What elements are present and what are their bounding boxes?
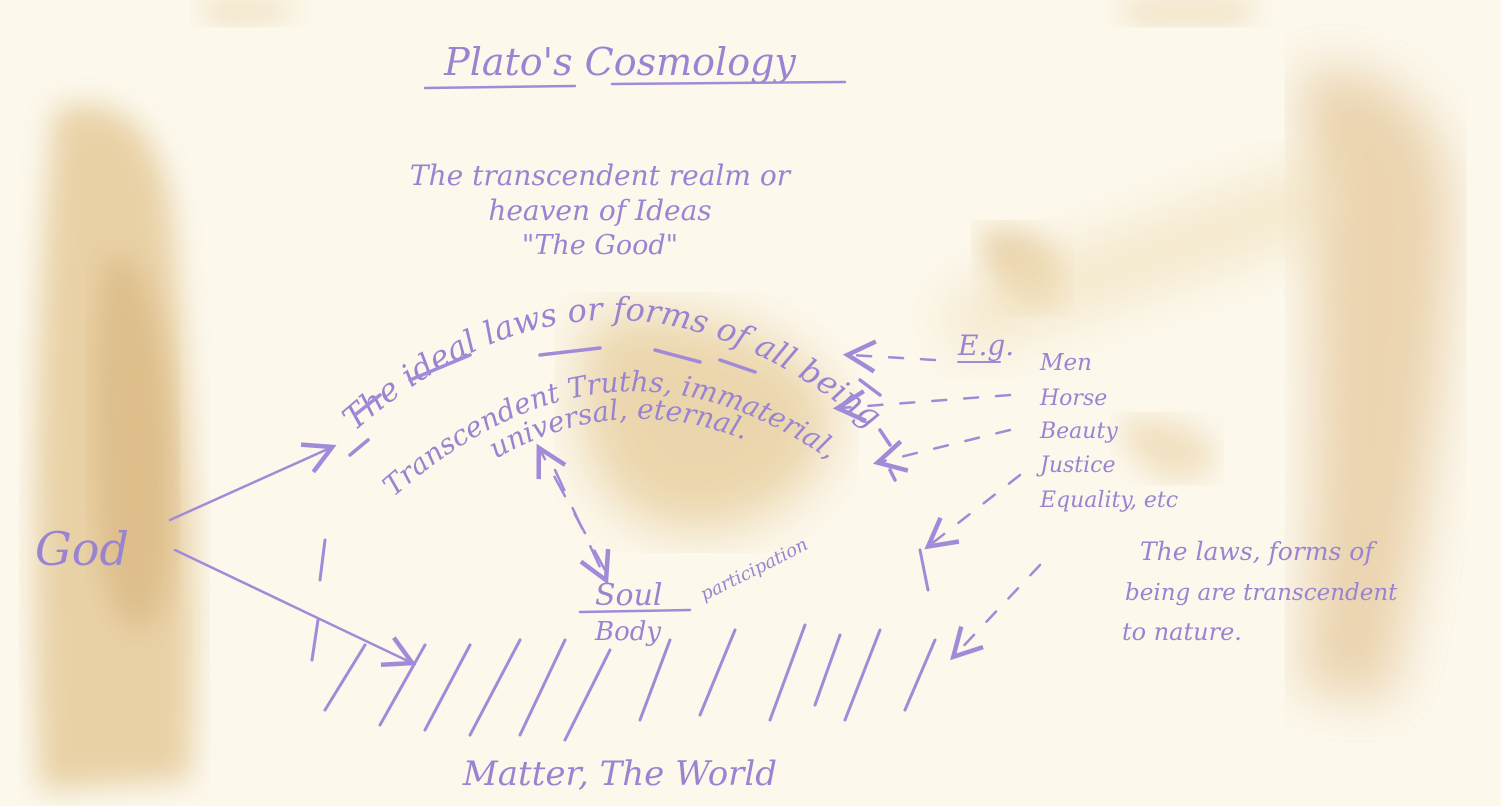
title-underline-1 — [425, 86, 575, 88]
example-item: Justice — [1036, 453, 1116, 478]
forms-to-soul-arrow — [555, 470, 605, 578]
god-to-matter-arrow — [175, 550, 410, 662]
the-good-label: "The Good" — [522, 230, 678, 261]
page-title: Plato's Cosmology — [443, 40, 796, 84]
matter-label: Matter, The World — [462, 754, 777, 794]
note-line-1: The laws, forms of — [1140, 537, 1377, 566]
example-item: Beauty — [1039, 419, 1118, 444]
soul-label: Soul — [595, 578, 663, 613]
god-to-forms-arrow — [170, 448, 330, 520]
heaven-line-1: The transcendent realm or — [410, 159, 792, 192]
participation-label: participation — [697, 534, 811, 605]
example-item: Men — [1039, 350, 1092, 376]
god-label: God — [35, 522, 129, 576]
body-label: Body — [594, 617, 661, 647]
note-line-2: being are transcendent — [1125, 580, 1398, 606]
eg-label: E.g. — [957, 329, 1014, 362]
note-line-3: to nature. — [1122, 618, 1242, 646]
example-item: Equality, etc — [1039, 488, 1178, 513]
example-item: Horse — [1039, 386, 1107, 411]
heaven-line-2: heaven of Ideas — [488, 194, 711, 227]
